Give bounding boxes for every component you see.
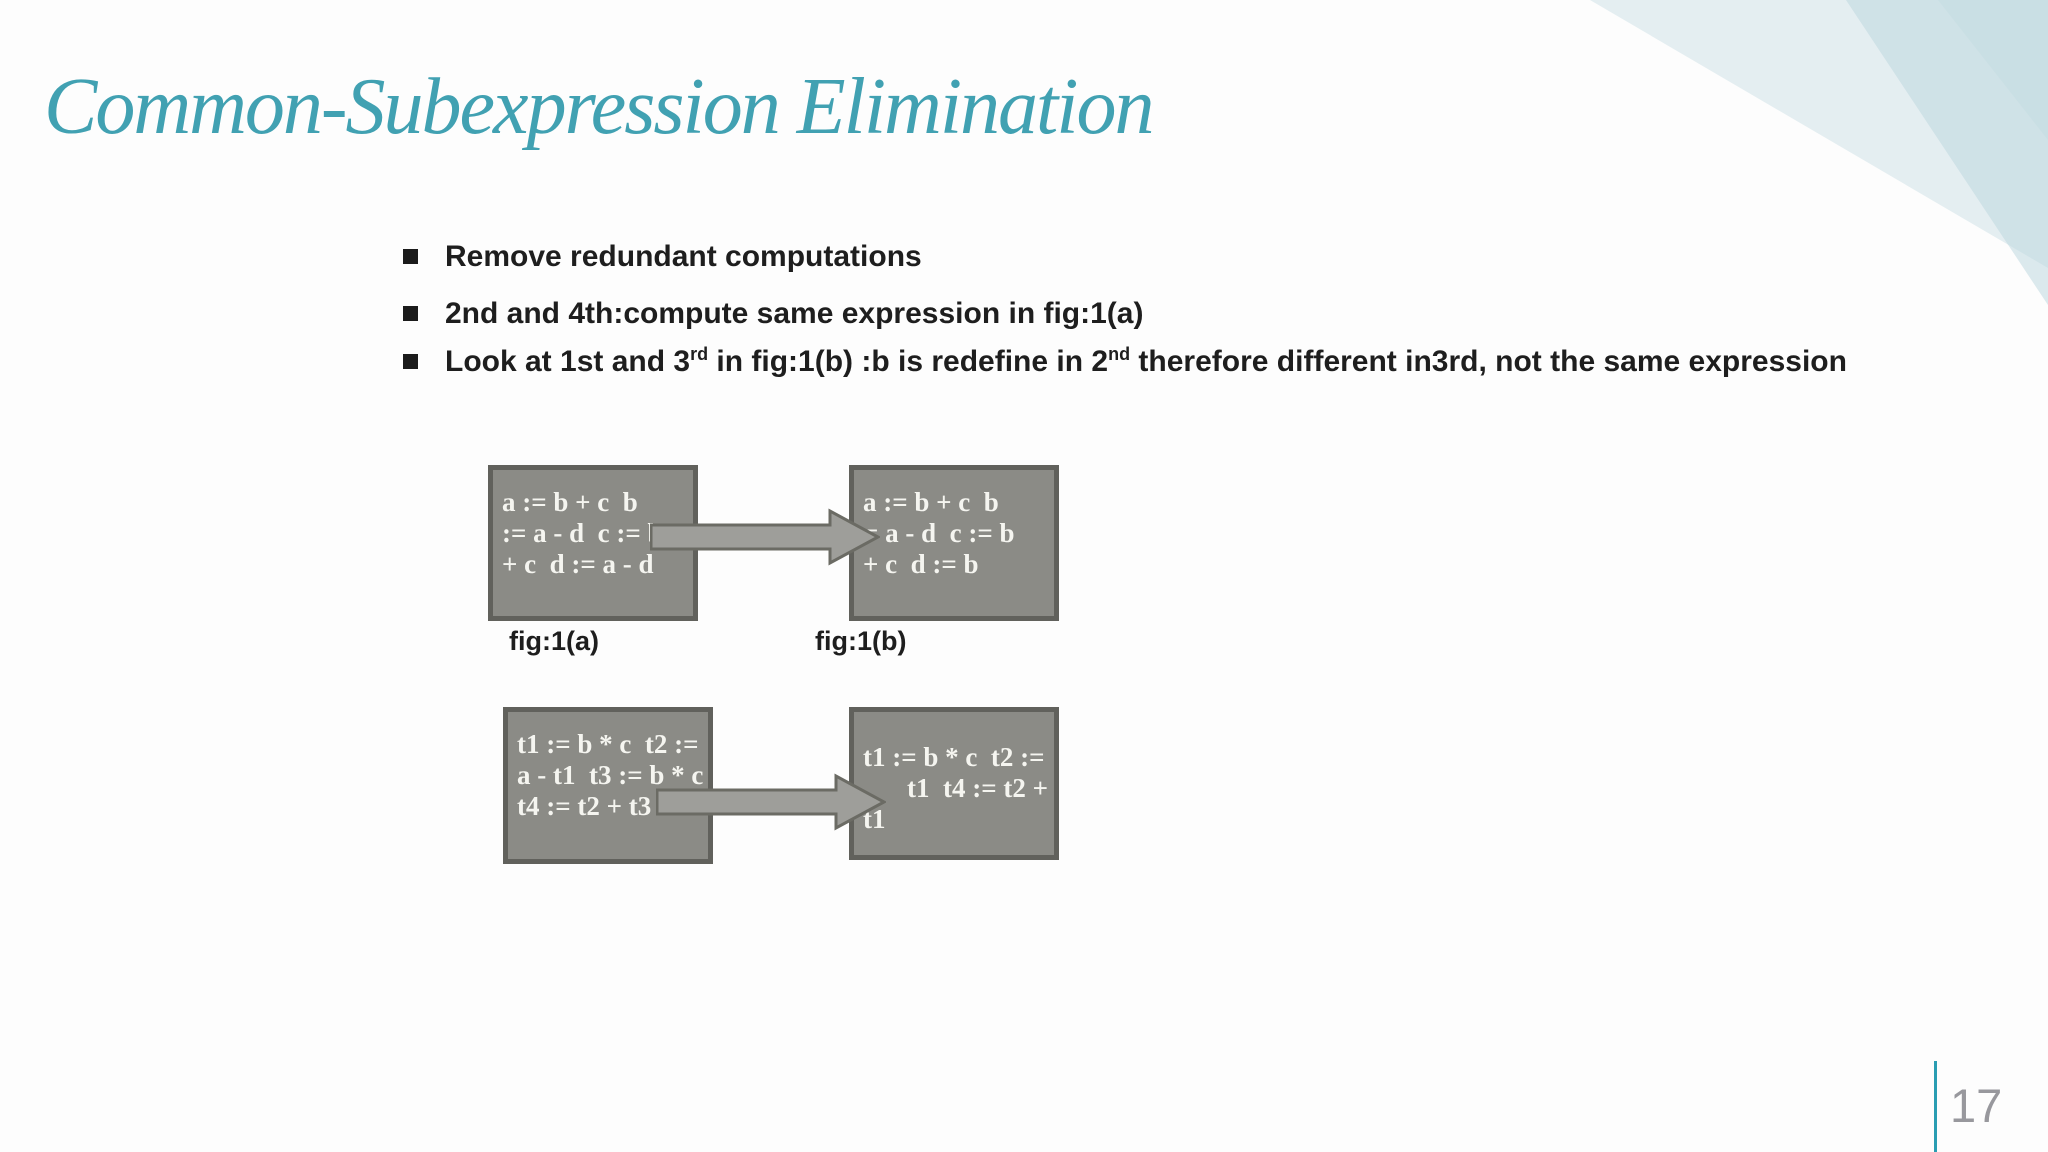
corner-decoration xyxy=(1590,0,2048,305)
corner-triangle-icon xyxy=(1938,0,2048,140)
code-line: t1 xyxy=(863,804,886,834)
corner-triangle-icon xyxy=(1846,0,2048,305)
ordinal-superscript: nd xyxy=(1108,344,1131,364)
arrow-shape xyxy=(650,508,880,566)
code-line: t1 := b * c t2 := xyxy=(517,729,699,759)
figure-label-1b: fig:1(b) xyxy=(815,626,907,656)
transform-arrow-icon xyxy=(650,508,880,566)
bullet-text-part: in fig:1(b) :b is redefine in 2 xyxy=(708,345,1109,378)
bullet-marker-icon xyxy=(403,306,418,321)
page-number: 17 xyxy=(1950,1079,2003,1132)
bullet-item: 2nd and 4th:compute same expression in f… xyxy=(403,297,1143,331)
bullet-text-part: therefore different in3rd, not the same … xyxy=(1130,345,1847,378)
bullet-item: Look at 1st and 3rd in fig:1(b) :b is re… xyxy=(403,345,1847,379)
bullet-marker-icon xyxy=(403,249,418,264)
code-line: = a - d c := b xyxy=(863,518,1015,548)
code-box-fig1-result: a := b + c b = a - d c := b + c d := b xyxy=(849,465,1059,621)
code-line: a := b + c b xyxy=(863,487,999,517)
arrow-shape xyxy=(656,773,886,831)
footer-accent-line xyxy=(1934,1061,1937,1152)
code-line: t1 t4 := t2 + xyxy=(907,773,1048,803)
transform-arrow-icon xyxy=(656,773,886,831)
bullet-marker-icon xyxy=(403,354,418,369)
code-block: t1 := b * c t2 := t1 t4 := t2 + t1 xyxy=(854,712,1054,835)
bullet-text: Remove redundant computations xyxy=(445,240,922,273)
code-box-fig1-source: a := b + c b := a - d c := b + c d := a … xyxy=(488,465,698,621)
code-line: t4 := t2 + t3 xyxy=(517,791,652,821)
code-block: a := b + c b = a - d c := b + c d := b xyxy=(854,470,1054,580)
code-line: t1 := b * c t2 := xyxy=(863,742,1045,772)
ordinal-superscript: rd xyxy=(690,344,709,364)
bullet-text-part: Look at 1st and 3 xyxy=(445,345,691,378)
figure-label-1a: fig:1(a) xyxy=(509,626,599,656)
slide-title: Common-Subexpression Elimination xyxy=(44,63,1154,151)
code-line: + c d := b xyxy=(863,549,979,579)
code-line: + c d := a - d xyxy=(502,549,654,579)
code-block: t1 := b * c t2 := a - t1 t3 := b * c t4 … xyxy=(508,712,708,822)
code-line: a := b + c b xyxy=(502,487,638,517)
code-box-fig2-source: t1 := b * c t2 := a - t1 t3 := b * c t4 … xyxy=(503,707,713,864)
corner-triangle-icon xyxy=(1590,0,2048,268)
bullet-item: Remove redundant computations xyxy=(403,240,922,274)
bullet-text: Look at 1st and 3rd in fig:1(b) :b is re… xyxy=(445,345,1847,379)
bullet-text: 2nd and 4th:compute same expression in f… xyxy=(445,297,1144,330)
